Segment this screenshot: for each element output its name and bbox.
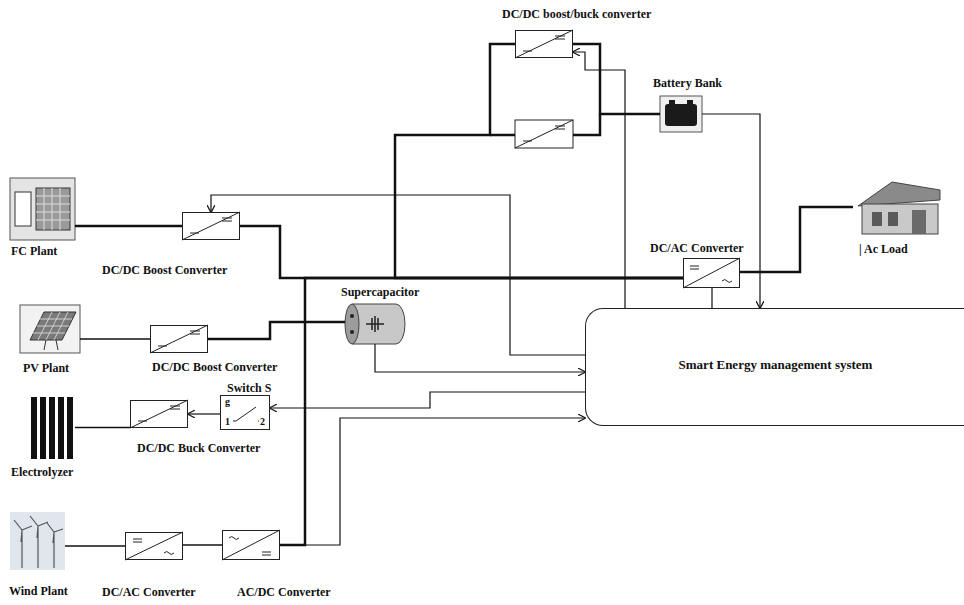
pv-panel-icon	[20, 305, 80, 353]
power-line	[240, 226, 683, 278]
diagram-node: FC Plant	[10, 178, 75, 240]
node-label: AC/DC Converter	[236, 585, 332, 599]
node-label: Smart Energy management system	[678, 357, 874, 372]
node-label: DC/DC Boost Converter	[101, 263, 228, 277]
node-label: Electrolyzer	[10, 465, 74, 479]
diagram-node: DC/DC Boost Converter	[182, 212, 240, 240]
fuel-cell-icon	[10, 178, 75, 240]
node-label: PV Plant	[22, 361, 70, 375]
diagram-node: Smart Energy management system	[585, 308, 964, 426]
converter-symbol	[125, 30, 740, 560]
node-label: DC/DC Boost Converter	[151, 360, 278, 374]
diagram-node: Wind Plant	[10, 512, 65, 570]
control-arrow	[211, 195, 585, 355]
power-line	[80, 338, 150, 340]
diagram-node: DC/DC Boost Converter	[150, 325, 208, 353]
wind-turbine-icon	[10, 512, 65, 570]
pin-label: g	[224, 396, 231, 408]
node-label: DC/DC boost/buck converter	[501, 7, 652, 21]
power-line	[740, 207, 853, 272]
diagram-node: Battery Bank	[660, 96, 702, 132]
battery-icon	[660, 96, 702, 132]
node-label: Switch S	[226, 381, 272, 395]
bus-wire	[490, 114, 600, 135]
control-arrow	[573, 52, 625, 308]
house-icon	[858, 182, 940, 234]
power-line	[711, 288, 712, 308]
control-arrow	[280, 418, 585, 545]
switch-symbol	[233, 407, 262, 421]
node-label: FC Plant	[10, 244, 58, 258]
supercapacitor-icon	[345, 304, 405, 344]
node-label: DC/DC Buck Converter	[136, 441, 261, 455]
node-label: Wind Plant	[8, 584, 69, 598]
diagram-node: DC/DC boost/buck converter	[515, 30, 573, 58]
diagram-node: DC/AC Converter	[125, 532, 183, 560]
node-label: Supercapacitor	[340, 285, 420, 299]
diagram-node: Supercapacitor	[345, 302, 405, 344]
pin-label: 1	[224, 416, 231, 428]
electrolyzer-icon	[31, 397, 73, 459]
diagram-node: Switch Sg12	[220, 395, 270, 430]
diagram-node: DC/DC Buck Converter	[130, 400, 188, 428]
power-line	[75, 225, 182, 228]
control-arrow	[375, 344, 585, 372]
node-label: DC/AC Converter	[649, 241, 745, 255]
node-label: Battery Bank	[652, 76, 723, 90]
diagram-node: Electrolyzer	[30, 395, 75, 460]
power-line	[183, 544, 222, 546]
power-line	[65, 545, 125, 547]
power-line	[208, 322, 345, 339]
power-line	[395, 44, 683, 278]
control-arrow	[188, 413, 220, 414]
diagram-node: DC/AC Converter	[683, 258, 740, 288]
power-line	[573, 44, 660, 114]
control-arrow	[702, 114, 760, 308]
power-line	[75, 427, 130, 429]
diagram-node: AC/DC Converter	[222, 530, 280, 560]
node-label: | Ac Load	[858, 242, 909, 256]
diagram-node: PV Plant	[20, 305, 80, 353]
control-arrow	[270, 392, 585, 408]
diagram-node: | Ac Load	[853, 178, 945, 236]
node-label: DC/AC Converter	[101, 585, 197, 599]
pin-label: 2	[259, 416, 266, 428]
